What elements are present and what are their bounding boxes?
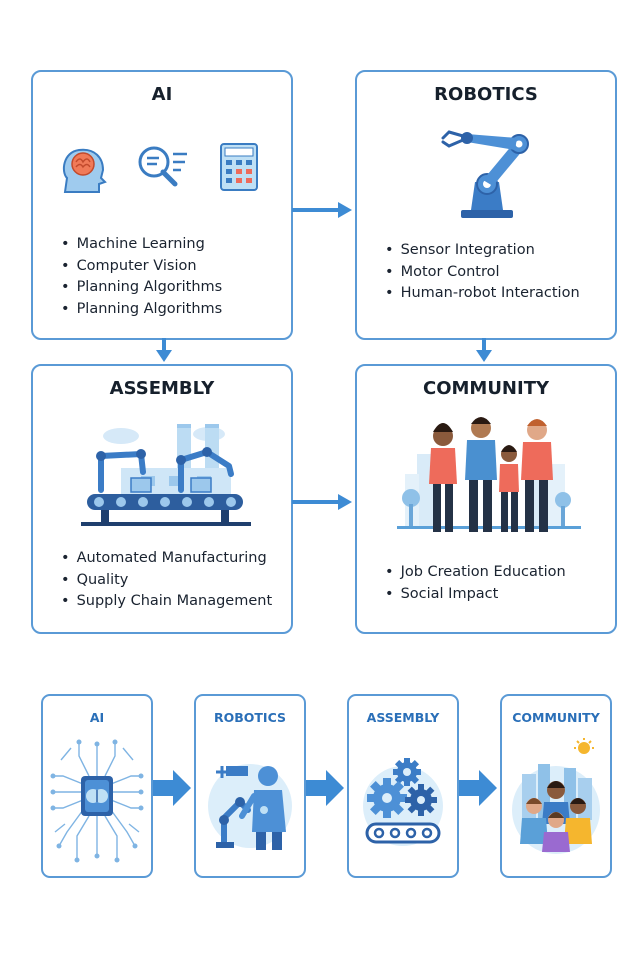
calculator-icon bbox=[220, 143, 258, 191]
ai-bullet-list: Machine Learning Computer Vision Plannin… bbox=[61, 234, 223, 321]
ai-icons bbox=[62, 143, 258, 193]
arrow-ai-to-robotics bbox=[292, 202, 352, 218]
list-item: Social Impact bbox=[385, 584, 566, 606]
flow-step-title: AI bbox=[89, 710, 105, 725]
flow-step-ai: AI bbox=[41, 694, 153, 878]
list-item: Machine Learning bbox=[61, 234, 222, 256]
chip-icon bbox=[50, 739, 144, 863]
community-card-title: COMMUNITY bbox=[422, 378, 550, 399]
flow-step-robotics: ROBOTICS bbox=[194, 694, 306, 878]
community-bullet-list: Job Creation Education Social Impact bbox=[385, 562, 566, 605]
robotics-card-title: ROBOTICS bbox=[434, 84, 538, 105]
factory-icon bbox=[81, 424, 251, 526]
list-item: Job Creation Education bbox=[385, 562, 566, 584]
people-icon bbox=[397, 417, 581, 532]
flow-step-title: ROBOTICS bbox=[214, 710, 286, 725]
list-item: Planning Algorithms bbox=[61, 277, 223, 299]
robot-arm-icon bbox=[441, 130, 529, 218]
list-item: Supply Chain Management bbox=[61, 591, 273, 613]
list-item: Sensor Integration bbox=[385, 240, 580, 262]
community-card: COMMUNITY Job Creation Education Socia bbox=[355, 364, 617, 634]
flow-arrow-1 bbox=[153, 770, 191, 806]
list-item: Human-robot Interaction bbox=[385, 283, 580, 305]
arrow-assembly-to-community bbox=[292, 494, 352, 510]
list-item: Quality bbox=[61, 570, 272, 592]
list-item: Planning Algorithms bbox=[61, 299, 223, 321]
arrow-robotics-to-community bbox=[476, 338, 492, 362]
arrow-ai-to-assembly bbox=[156, 338, 172, 362]
flow-step-community: COMMUNITY bbox=[500, 694, 612, 878]
flow-arrow-2 bbox=[306, 770, 344, 806]
robotics-bullet-list: Sensor Integration Motor Control Human-r… bbox=[385, 240, 580, 305]
gears-icon bbox=[363, 758, 443, 846]
assembly-card-title: ASSEMBLY bbox=[109, 378, 215, 399]
assembly-bullet-list: Automated Manufacturing Quality Supply C… bbox=[61, 548, 273, 613]
ai-card: AI Machine Learning Computer Visi bbox=[31, 70, 293, 340]
brain-head-icon bbox=[62, 148, 107, 193]
magnifier-icon bbox=[138, 146, 187, 187]
list-item: Computer Vision bbox=[61, 256, 222, 278]
robotics-card: ROBOTICS Sensor Integration Motor Contro… bbox=[355, 70, 617, 340]
assembly-card: ASSEMBLY Automated Manufacturing Quality… bbox=[31, 364, 293, 634]
list-item: Automated Manufacturing bbox=[61, 548, 272, 570]
list-item: Motor Control bbox=[385, 262, 580, 284]
flow-step-title: COMMUNITY bbox=[512, 710, 600, 725]
people-icon bbox=[512, 738, 600, 854]
robot-arm-icon bbox=[208, 764, 292, 850]
ai-card-title: AI bbox=[151, 84, 173, 105]
flow-arrow-3 bbox=[459, 770, 497, 806]
flow-step-assembly: ASSEMBLY bbox=[347, 694, 459, 878]
flow-step-title: ASSEMBLY bbox=[366, 710, 440, 725]
